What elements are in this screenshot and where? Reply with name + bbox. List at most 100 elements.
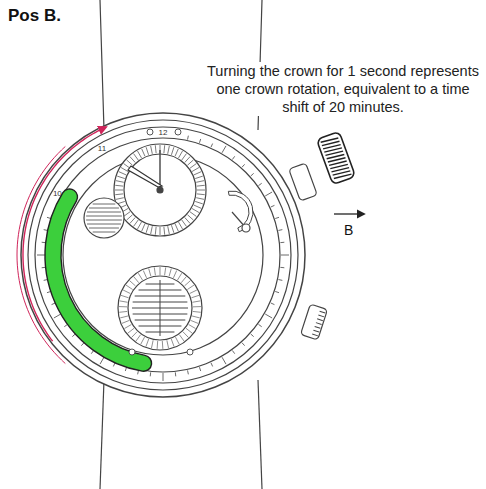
bezel-number: 11 bbox=[98, 145, 106, 153]
subdial-tick bbox=[173, 271, 176, 278]
pusher-grip bbox=[315, 326, 321, 328]
crown-grip bbox=[325, 149, 343, 157]
subdial-tick bbox=[192, 316, 200, 318]
dial-hatching bbox=[89, 208, 119, 209]
subdial-tick bbox=[192, 168, 199, 172]
hand-pin bbox=[157, 187, 163, 193]
dial-hatching bbox=[86, 216, 122, 217]
subdial-tick bbox=[191, 295, 199, 297]
subdial-tick bbox=[186, 328, 192, 333]
subdial-tick bbox=[123, 290, 130, 294]
subdial-tick bbox=[168, 226, 170, 234]
pusher-grip bbox=[317, 319, 323, 321]
pulled-crown bbox=[317, 131, 356, 184]
subdial-tick bbox=[130, 217, 135, 223]
subdial-tick bbox=[167, 340, 169, 348]
subdial-tick bbox=[119, 306, 127, 307]
crown-body bbox=[317, 131, 356, 184]
subdial-tick bbox=[175, 149, 178, 156]
bezel-number: 10 bbox=[53, 190, 62, 198]
indicator-pin bbox=[242, 224, 250, 232]
subdial-tick bbox=[121, 168, 128, 172]
bezel-tick bbox=[251, 334, 254, 337]
screw bbox=[175, 129, 181, 135]
subdial-tick bbox=[151, 226, 153, 234]
subdial-tick bbox=[185, 217, 190, 223]
bezel-tick bbox=[37, 255, 45, 256]
bezel-tick bbox=[222, 146, 226, 153]
crown-grip bbox=[324, 146, 342, 154]
subdial-tick bbox=[146, 225, 148, 233]
subdial-tick bbox=[142, 149, 145, 156]
subdial-tick bbox=[151, 146, 153, 154]
subdial-tick bbox=[196, 198, 204, 200]
subdial-tick bbox=[151, 340, 153, 348]
subdial-tick bbox=[130, 281, 136, 286]
subdial-tick bbox=[134, 154, 139, 160]
bezel-tick bbox=[271, 303, 275, 305]
subdial-tick bbox=[195, 201, 203, 203]
bezel-tick bbox=[265, 192, 272, 196]
subdial-tick bbox=[194, 205, 201, 208]
subdial-tick bbox=[171, 147, 173, 155]
rotation-arrow bbox=[17, 147, 65, 364]
bezel-tick bbox=[275, 217, 279, 218]
bezel-tick bbox=[211, 363, 213, 367]
bezel-tick bbox=[187, 136, 189, 140]
subdial-tick bbox=[195, 176, 203, 178]
subdial-tick bbox=[130, 157, 135, 163]
bezel-tick bbox=[271, 205, 275, 207]
subdial-tick bbox=[165, 267, 166, 275]
subdial-tick bbox=[175, 337, 179, 344]
pusher-grip bbox=[313, 330, 319, 332]
strap-edge bbox=[100, 0, 104, 130]
subdial-tick bbox=[115, 190, 123, 191]
disc-divider bbox=[160, 280, 161, 336]
subdial-tick bbox=[127, 215, 133, 220]
subdial bbox=[118, 266, 202, 350]
crown-grip bbox=[321, 136, 339, 144]
crown-grip bbox=[322, 139, 340, 147]
bezel-outer bbox=[35, 127, 291, 383]
subdial-tick bbox=[163, 227, 165, 235]
bezel-tick bbox=[280, 242, 284, 243]
subdial-tick bbox=[138, 151, 142, 158]
subdial-tick bbox=[194, 172, 201, 175]
subdial-tick bbox=[141, 337, 145, 344]
crown-grip bbox=[331, 166, 349, 174]
pusher-body bbox=[300, 304, 327, 340]
bezel-tick bbox=[232, 156, 234, 159]
subdial-tick bbox=[197, 190, 205, 191]
subdial-tick bbox=[190, 290, 197, 294]
subdial-tick bbox=[185, 281, 191, 286]
title: Pos B. bbox=[8, 6, 61, 26]
callout-note: Turning the crown for 1 second represent… bbox=[205, 62, 481, 116]
strap-edge bbox=[100, 380, 104, 489]
bezel-tick bbox=[251, 173, 254, 176]
bezel-inner bbox=[46, 138, 280, 372]
subdial-tick bbox=[179, 222, 183, 229]
case-ring bbox=[28, 120, 298, 390]
crown-grip bbox=[323, 143, 341, 151]
bezel-tick bbox=[258, 324, 261, 326]
subdial-tick bbox=[162, 341, 164, 349]
subdial-tick bbox=[171, 339, 174, 347]
subdial-tick bbox=[187, 285, 194, 289]
bezel-tick bbox=[278, 279, 282, 281]
bezel-tick bbox=[242, 343, 245, 346]
subdial bbox=[114, 144, 206, 236]
subdial-tick bbox=[115, 193, 123, 195]
subdial-tick bbox=[197, 193, 205, 195]
subdial-tick bbox=[190, 164, 196, 169]
screw bbox=[187, 349, 193, 355]
subdial-tick bbox=[191, 320, 198, 323]
bezel-tick bbox=[280, 267, 284, 268]
power-indicator bbox=[228, 191, 253, 232]
crown-grip bbox=[328, 156, 346, 164]
bezel-tick bbox=[100, 357, 104, 364]
subdial-tick bbox=[119, 311, 127, 313]
direction-label: B bbox=[344, 222, 353, 238]
dial-hatching bbox=[87, 224, 121, 225]
crown-grip bbox=[327, 153, 345, 161]
screw bbox=[147, 129, 153, 135]
